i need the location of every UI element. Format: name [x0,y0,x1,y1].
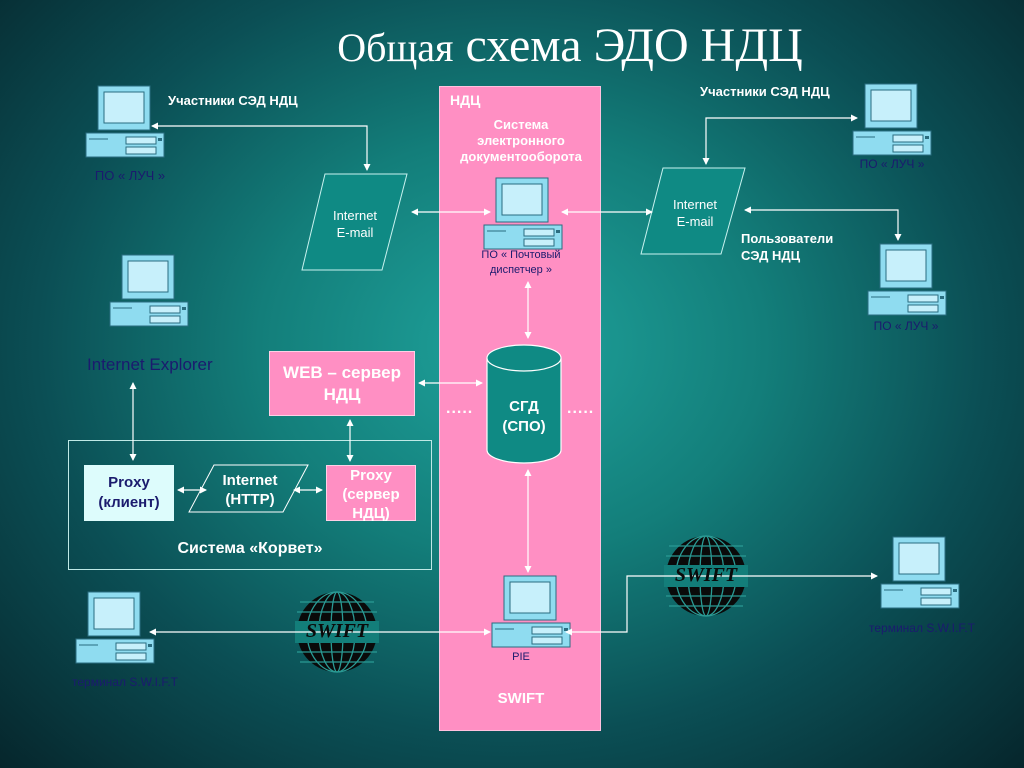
title-small: Общая [337,25,454,70]
korvet-label: Система «Корвет» [177,540,323,557]
internet-left-parallelogram [301,173,408,271]
proxy-client-line-2: (клиент) [98,494,160,511]
title-large: схема ЭДО НДЦ [465,19,803,72]
swift-logo-left-text: SWIFT [305,620,369,642]
internet-http-line-2: (HTTP) [225,491,275,508]
pie-label: PIE [512,651,530,663]
left-internet-line-1: Internet [332,208,378,223]
left-internet-label: Internet E-mail [312,207,398,241]
arrow-rightpc-internet [702,114,858,165]
sed-system-line-1: Система [493,117,549,132]
proxy-server-line-1: Proxy [350,467,392,484]
page-title: Общая схема ЭДО НДЦ [0,18,1024,73]
dots-right: ..... [567,400,595,417]
left-swift-terminal-label: терминал S.W.I.F.T [72,675,178,689]
computer-internet-explorer [109,254,189,327]
arrow-leftpc-internet [151,122,371,171]
right-participants-label: Участники СЭД НДЦ [700,84,830,99]
computer-right-top [852,83,932,156]
right-po-luch-top-label: ПО « ЛУЧ » [859,157,925,171]
internet-http-parallelogram [188,464,309,513]
korvet-system-frame [68,440,432,570]
computer-swift-right [880,536,960,609]
right-internet-line-2: E-mail [676,214,714,229]
proxy-server-line-2: (сервер [342,486,400,503]
proxy-server-line-3: НДЦ) [352,505,390,522]
left-participants-label: Участники СЭД НДЦ [168,93,298,108]
right-swift-terminal-label: терминал S.W.I.F.T [869,621,975,635]
internet-http-line-1: Internet [222,472,278,489]
computer-left-top [85,85,165,158]
right-po-luch-bottom-label: ПО « ЛУЧ » [873,319,939,333]
swift-logo-right-text: SWIFT [674,564,738,586]
sgd-line-1: СГД [509,398,539,415]
internet-explorer-label: Internet Explorer [87,355,213,374]
dots-left: ..... [446,400,474,417]
sed-system-label: Система электронного документооборота [441,117,601,165]
sed-system-line-3: документооборота [460,149,582,164]
computer-mail-dispatcher [483,177,563,250]
computer-right-users [867,243,947,316]
mail-dispatcher-line-2: диспетчер » [490,264,552,276]
mail-dispatcher-line-1: ПО « Почтовый [481,249,561,261]
right-internet-line-1: Internet [672,197,718,212]
sgd-label: СГД (СПО) [487,397,561,437]
ndc-label: НДЦ [450,92,481,108]
arrow-internet-users [744,206,902,241]
internet-right-parallelogram [640,167,746,255]
sed-system-line-2: электронного [477,133,565,148]
web-server-line-2: НДЦ [323,385,361,404]
left-internet-line-2: E-mail [336,225,374,240]
proxy-client-line-1: Proxy [108,474,150,491]
arrow-pie-swift-right [565,572,878,636]
sgd-database-cylinder [486,344,562,464]
right-users-line-2: СЭД НДЦ [741,248,801,263]
left-po-luch-label: ПО « ЛУЧ » [94,168,166,183]
computer-pie [491,575,571,648]
right-users-label: Пользователи СЭД НДЦ [741,230,833,264]
web-server-line-1: WEB – сервер [283,363,401,382]
proxy-client-box: Proxy (клиент) [84,465,174,521]
right-internet-label: Internet E-mail [652,196,738,230]
sgd-line-2: (СПО) [502,418,546,435]
web-server-box: WEB – сервер НДЦ [269,351,415,416]
proxy-server-box: Proxy (сервер НДЦ) [326,465,416,522]
mail-dispatcher-label: ПО « Почтовый диспетчер » [441,248,601,278]
right-users-line-1: Пользователи [741,231,834,246]
internet-http-label: Internet (HTTP) [200,471,300,509]
ndc-swift-label: SWIFT [497,690,545,707]
computer-swift-left [75,591,155,664]
